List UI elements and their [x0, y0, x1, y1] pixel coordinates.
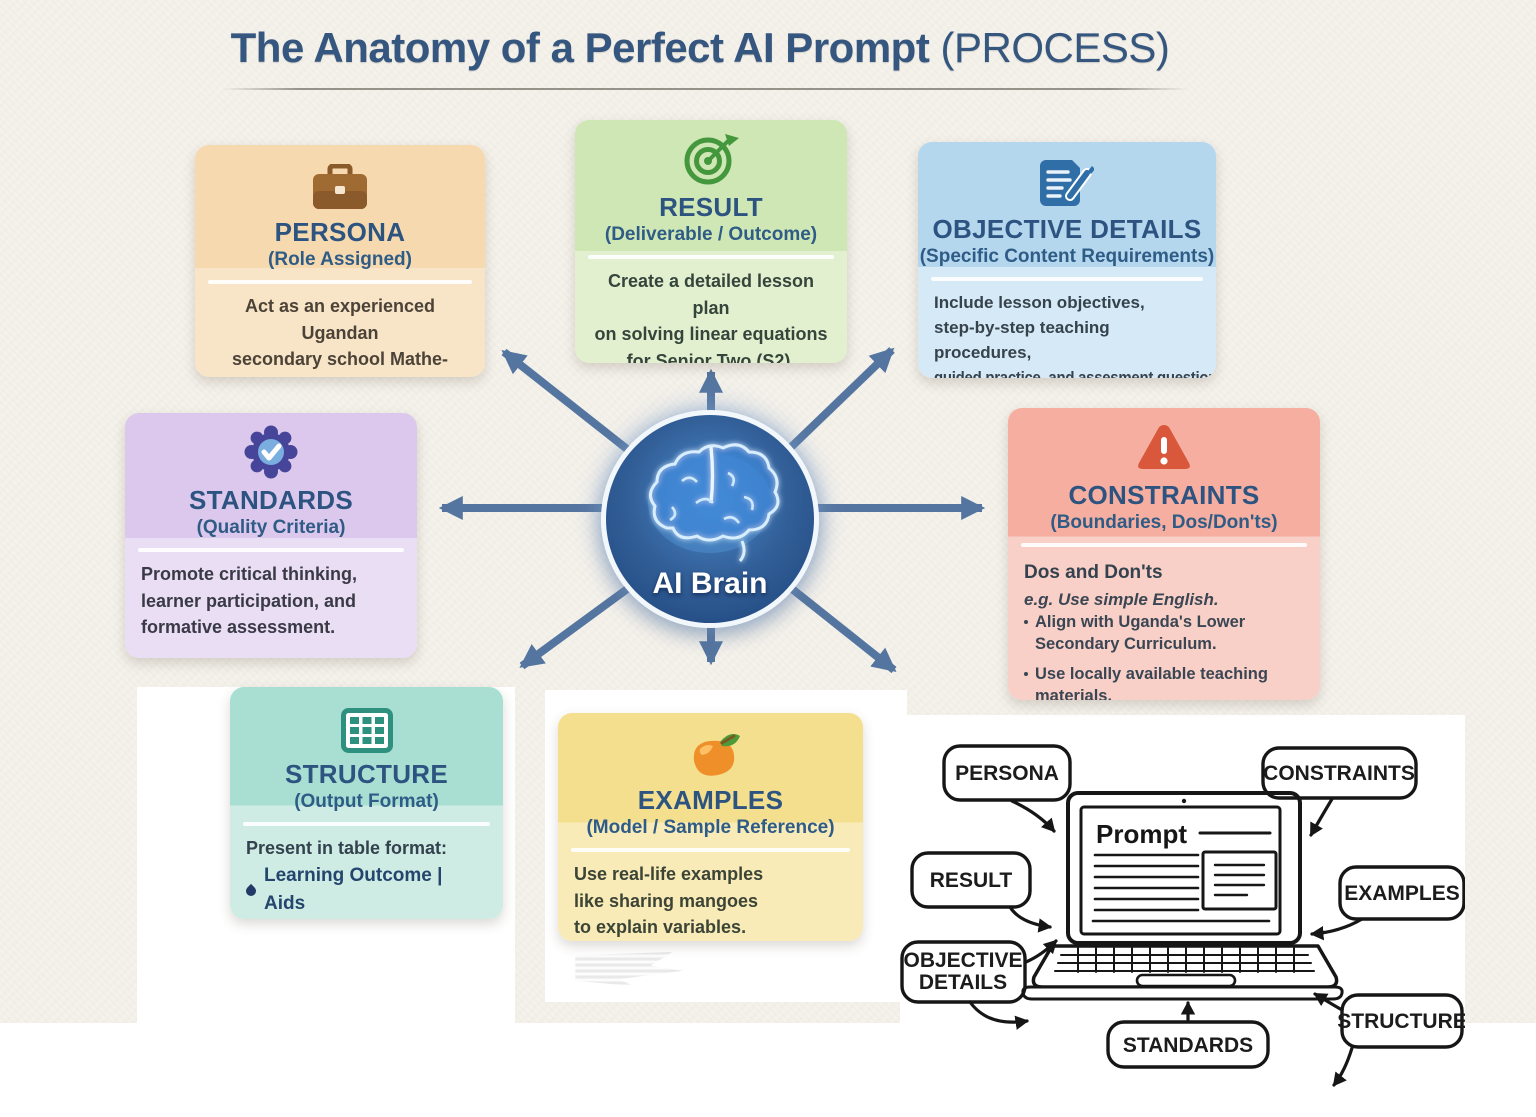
bubble-structure: [1340, 993, 1464, 1049]
card-divider: [588, 255, 834, 259]
page-title-main: The Anatomy of a Perfect AI Prompt: [230, 24, 930, 71]
constraints-heading: Dos and Don'ts: [1024, 562, 1163, 583]
prompt-sketch-inset: Prompt PERSONA CONSTRAINTS RESULT EXAMPL…: [900, 715, 1465, 1117]
bubble-objective-label-1: OBJECTIVE: [903, 949, 1022, 972]
bubble-standards-label: STANDARDS: [1123, 1034, 1253, 1057]
mango-icon: [693, 734, 740, 776]
structure-row: Learning Outcome | Aids: [243, 862, 487, 918]
card-result-title: RESULT: [659, 192, 763, 222]
constraints-example: e.g. Use simple English.: [1024, 590, 1219, 610]
card-persona: PERSONA (Role Assigned) Act as an experi…: [195, 145, 485, 377]
briefcase-icon: [313, 164, 367, 209]
bubble-examples-label: EXAMPLES: [1344, 882, 1460, 905]
document-pencil-icon: [1040, 160, 1094, 206]
body-line: Include lesson objectives,: [934, 293, 1145, 312]
bubble-persona: [942, 744, 1072, 802]
card-constraints: CONSTRAINTS (Boundaries, Dos/Don'ts) Dos…: [1008, 408, 1320, 700]
bullet-dot-icon: [1024, 672, 1028, 677]
card-standards: STANDARDS (Quality Criteria) Promote cri…: [125, 413, 417, 658]
card-standards-title: STANDARDS: [189, 485, 353, 515]
card-persona-head: PERSONA (Role Assigned): [195, 145, 485, 271]
card-examples-title: EXAMPLES: [637, 785, 784, 815]
card-objective-title: OBJECTIVE DETAILS: [932, 214, 1202, 244]
page-title-suffix: (PROCESS): [929, 24, 1170, 71]
bubble-result-label: RESULT: [930, 869, 1013, 892]
brain-icon: [648, 443, 780, 562]
card-objective-head: OBJECTIVE DETAILS (Specific Content Requ…: [918, 142, 1216, 268]
card-divider: [571, 848, 850, 852]
card-examples: EXAMPLES (Model / Sample Reference) Use …: [558, 713, 863, 941]
card-divider: [243, 822, 490, 826]
card-divider: [1021, 543, 1307, 547]
body-line: step-by-step teaching procedures,: [934, 318, 1110, 363]
card-persona-subtitle: (Role Assigned): [268, 249, 412, 270]
card-divider: [138, 548, 404, 552]
constraints-bullet: Align with Uganda's Lower Secondary Curr…: [1024, 612, 1304, 655]
card-standards-head: STANDARDS (Quality Criteria): [125, 413, 417, 539]
page-title: The Anatomy of a Perfect AI Prompt (PROC…: [0, 24, 1400, 72]
card-divider: [208, 280, 472, 284]
bubble-persona-label: PERSONA: [955, 762, 1059, 785]
card-result: RESULT (Deliverable / Outcome) Create a …: [575, 120, 847, 363]
structure-intro: Present in table format:: [246, 838, 448, 858]
card-constraints-head: CONSTRAINTS (Boundaries, Dos/Don'ts): [1008, 408, 1320, 534]
target-icon: [684, 134, 739, 185]
body-line: formative assessment.: [141, 617, 336, 638]
constraints-bullet: Use locally available teaching materials…: [1024, 664, 1304, 700]
card-result-subtitle: (Deliverable / Outcome): [604, 224, 818, 245]
card-examples-subtitle: (Model / Sample Reference): [586, 817, 835, 838]
warning-triangle-icon: [1138, 425, 1190, 469]
body-line: to explain variables.: [574, 917, 747, 938]
card-objective-details: OBJECTIVE DETAILS (Specific Content Requ…: [918, 142, 1216, 378]
badge-check-icon: [244, 425, 298, 479]
card-structure-title: STRUCTURE: [284, 759, 449, 789]
droplet-bullet-icon: [243, 883, 259, 898]
bubble-objective-details: [900, 940, 1027, 1004]
card-objective-subtitle: (Specific Content Requirements): [919, 246, 1215, 267]
bubble-examples: [1338, 865, 1465, 921]
hub-label: AI Brain: [652, 567, 768, 600]
card-constraints-title: CONSTRAINTS: [1068, 480, 1260, 510]
bubble-result: [910, 851, 1032, 909]
card-divider: [931, 277, 1203, 281]
card-persona-title: PERSONA: [274, 217, 406, 247]
bubble-constraints-label: CONSTRAINTS: [1263, 762, 1415, 785]
card-constraints-subtitle: (Boundaries, Dos/Don'ts): [1050, 512, 1278, 533]
card-examples-head: EXAMPLES (Model / Sample Reference): [558, 713, 863, 839]
body-line: like sharing mangoes: [574, 890, 759, 911]
bubble-objective-label-2: DETAILS: [919, 971, 1007, 994]
body-line: matics teacher.: [211, 373, 469, 377]
body-line: learner participation, and: [141, 590, 357, 611]
bullet-dot-icon: [1024, 620, 1028, 625]
body-line: on solving linear equations: [594, 324, 828, 345]
body-line: Use real-life examples: [574, 864, 764, 884]
table-grid-icon: [340, 708, 393, 753]
laptop-screen-title: Prompt: [1096, 819, 1187, 849]
card-structure-subtitle: (Output Format): [294, 791, 439, 812]
laptop-sketch: Prompt: [1021, 791, 1344, 1001]
body-line: Act as an experienced Ugandan: [244, 296, 436, 343]
card-structure-head: STRUCTURE (Output Format): [230, 687, 503, 813]
body-line: guided practice, and assesment questions…: [934, 368, 1216, 378]
body-line: for Senior Two (S2).: [626, 350, 796, 363]
bubble-standards: [1106, 1020, 1270, 1069]
body-line: Create a detailed lesson plan: [607, 271, 815, 318]
card-structure: STRUCTURE (Output Format) Present in tab…: [230, 687, 503, 919]
bubble-structure-label: STRUCTURE: [1337, 1010, 1465, 1033]
bubble-constraints: [1261, 746, 1418, 800]
card-result-head: RESULT (Deliverable / Outcome): [575, 120, 847, 246]
body-line: secondary school Mathe-: [231, 349, 449, 370]
card-standards-subtitle: (Quality Criteria): [196, 517, 346, 538]
ai-brain-hub: AI Brain: [601, 410, 819, 628]
title-underline: [222, 88, 1188, 90]
body-line: Promote critical thinking,: [141, 564, 358, 584]
sketch-arrows: [968, 797, 1364, 1087]
